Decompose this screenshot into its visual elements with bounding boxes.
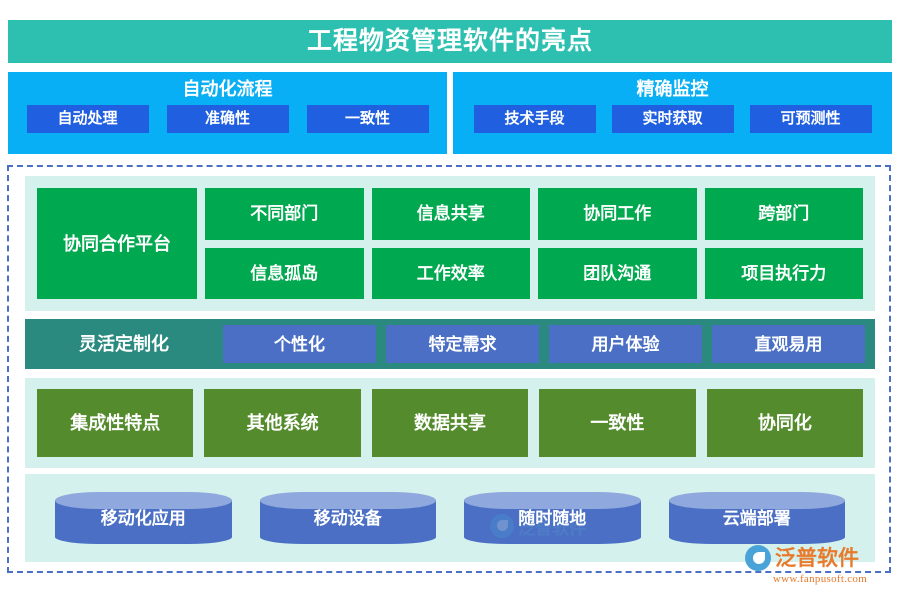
chip-specific-needs[interactable]: 特定需求 <box>386 325 539 363</box>
panel-automation-chip-row: 自动处理 准确性 一致性 <box>8 105 447 134</box>
collaboration-grid: 不同部门 信息共享 协同工作 跨部门 信息孤岛 工作效率 团队沟通 项目执行力 <box>205 188 863 299</box>
cell-collaborative-work[interactable]: 协同工作 <box>538 188 697 240</box>
page-title-bar: 工程物资管理软件的亮点 <box>8 20 892 63</box>
panel-automation: 自动化流程 自动处理 准确性 一致性 <box>8 72 447 154</box>
collaboration-inner: 协同合作平台 不同部门 信息共享 协同工作 跨部门 信息孤岛 工作效率 团队沟通… <box>37 188 863 299</box>
cylinder-top-shape <box>55 492 232 509</box>
cell-work-efficiency[interactable]: 工作效率 <box>371 247 530 299</box>
cell-other-systems[interactable]: 其他系统 <box>204 389 361 457</box>
cell-team-communication[interactable]: 团队沟通 <box>538 247 697 299</box>
cylinder-mobile-application[interactable]: 移动化应用 <box>55 492 232 544</box>
cell-synergy[interactable]: 协同化 <box>706 389 864 457</box>
chip-realtime-acquisition[interactable]: 实时获取 <box>611 105 734 134</box>
chip-consistency[interactable]: 一致性 <box>306 105 429 134</box>
collaboration-row-1: 不同部门 信息共享 协同工作 跨部门 <box>205 188 863 240</box>
chip-personalization[interactable]: 个性化 <box>223 325 376 363</box>
cylinder-top-shape <box>259 492 436 509</box>
cell-different-departments[interactable]: 不同部门 <box>205 188 364 240</box>
section-mobile: 移动化应用 移动设备 随时随地 <box>25 474 875 562</box>
section-integration: 集成性特点 其他系统 数据共享 一致性 协同化 <box>25 378 875 468</box>
section-customization: 灵活定制化 个性化 特定需求 用户体验 直观易用 <box>25 319 875 369</box>
cell-project-execution[interactable]: 项目执行力 <box>704 247 863 299</box>
cell-integration-features[interactable]: 集成性特点 <box>37 389 194 457</box>
cell-information-sharing[interactable]: 信息共享 <box>371 188 530 240</box>
top-panel-group: 自动化流程 自动处理 准确性 一致性 精确监控 技术手段 实时获取 可预测性 <box>8 72 892 154</box>
cylinder-cloud-deployment[interactable]: 云端部署 <box>668 492 845 544</box>
panel-automation-heading: 自动化流程 <box>182 79 273 99</box>
brand-logo-row: 泛普软件 <box>745 545 895 571</box>
panel-monitoring-heading: 精确监控 <box>636 79 709 99</box>
collaboration-main-label[interactable]: 协同合作平台 <box>37 188 197 299</box>
features-dashed-container: 协同合作平台 不同部门 信息共享 协同工作 跨部门 信息孤岛 工作效率 团队沟通… <box>7 165 891 573</box>
chip-auto-process[interactable]: 自动处理 <box>26 105 149 134</box>
brand-logo: 泛普软件 www.fanpusoft.com <box>745 545 895 593</box>
cylinder-top-shape <box>668 492 845 509</box>
panel-monitoring-chip-row: 技术手段 实时获取 可预测性 <box>453 105 892 134</box>
section-collaboration: 协同合作平台 不同部门 信息共享 协同工作 跨部门 信息孤岛 工作效率 团队沟通… <box>25 176 875 311</box>
cell-cross-department[interactable]: 跨部门 <box>704 188 863 240</box>
brand-logo-icon <box>745 545 771 571</box>
brand-url: www.fanpusoft.com <box>772 573 868 585</box>
chip-user-experience[interactable]: 用户体验 <box>549 325 702 363</box>
integration-inner: 集成性特点 其他系统 数据共享 一致性 协同化 <box>37 389 864 457</box>
cell-data-sharing[interactable]: 数据共享 <box>371 389 529 457</box>
cylinder-label-anytime-anywhere: 随时随地 <box>518 508 587 528</box>
panel-monitoring: 精确监控 技术手段 实时获取 可预测性 <box>453 72 892 154</box>
customization-main-label[interactable]: 灵活定制化 <box>79 334 169 354</box>
mobile-inner: 移动化应用 移动设备 随时随地 <box>55 490 845 546</box>
cylinder-label-mobile-device: 移动设备 <box>313 508 382 528</box>
cell-information-island[interactable]: 信息孤岛 <box>205 247 364 299</box>
brand-name: 泛普软件 <box>775 545 859 570</box>
page-title: 工程物资管理软件的亮点 <box>306 28 593 55</box>
chip-accuracy[interactable]: 准确性 <box>166 105 289 134</box>
collaboration-row-2: 信息孤岛 工作效率 团队沟通 项目执行力 <box>205 247 863 299</box>
chip-technical-means[interactable]: 技术手段 <box>473 105 596 134</box>
chip-predictability[interactable]: 可预测性 <box>749 105 872 134</box>
cylinder-anytime-anywhere[interactable]: 随时随地 <box>464 492 641 544</box>
cell-consistency[interactable]: 一致性 <box>539 389 696 457</box>
cylinder-label-mobile-application: 移动化应用 <box>100 508 186 528</box>
cylinder-label-cloud-deployment: 云端部署 <box>722 508 791 528</box>
cylinder-mobile-device[interactable]: 移动设备 <box>259 492 436 544</box>
chip-intuitive-easy-use[interactable]: 直观易用 <box>712 325 865 363</box>
cylinder-top-shape <box>464 492 641 509</box>
